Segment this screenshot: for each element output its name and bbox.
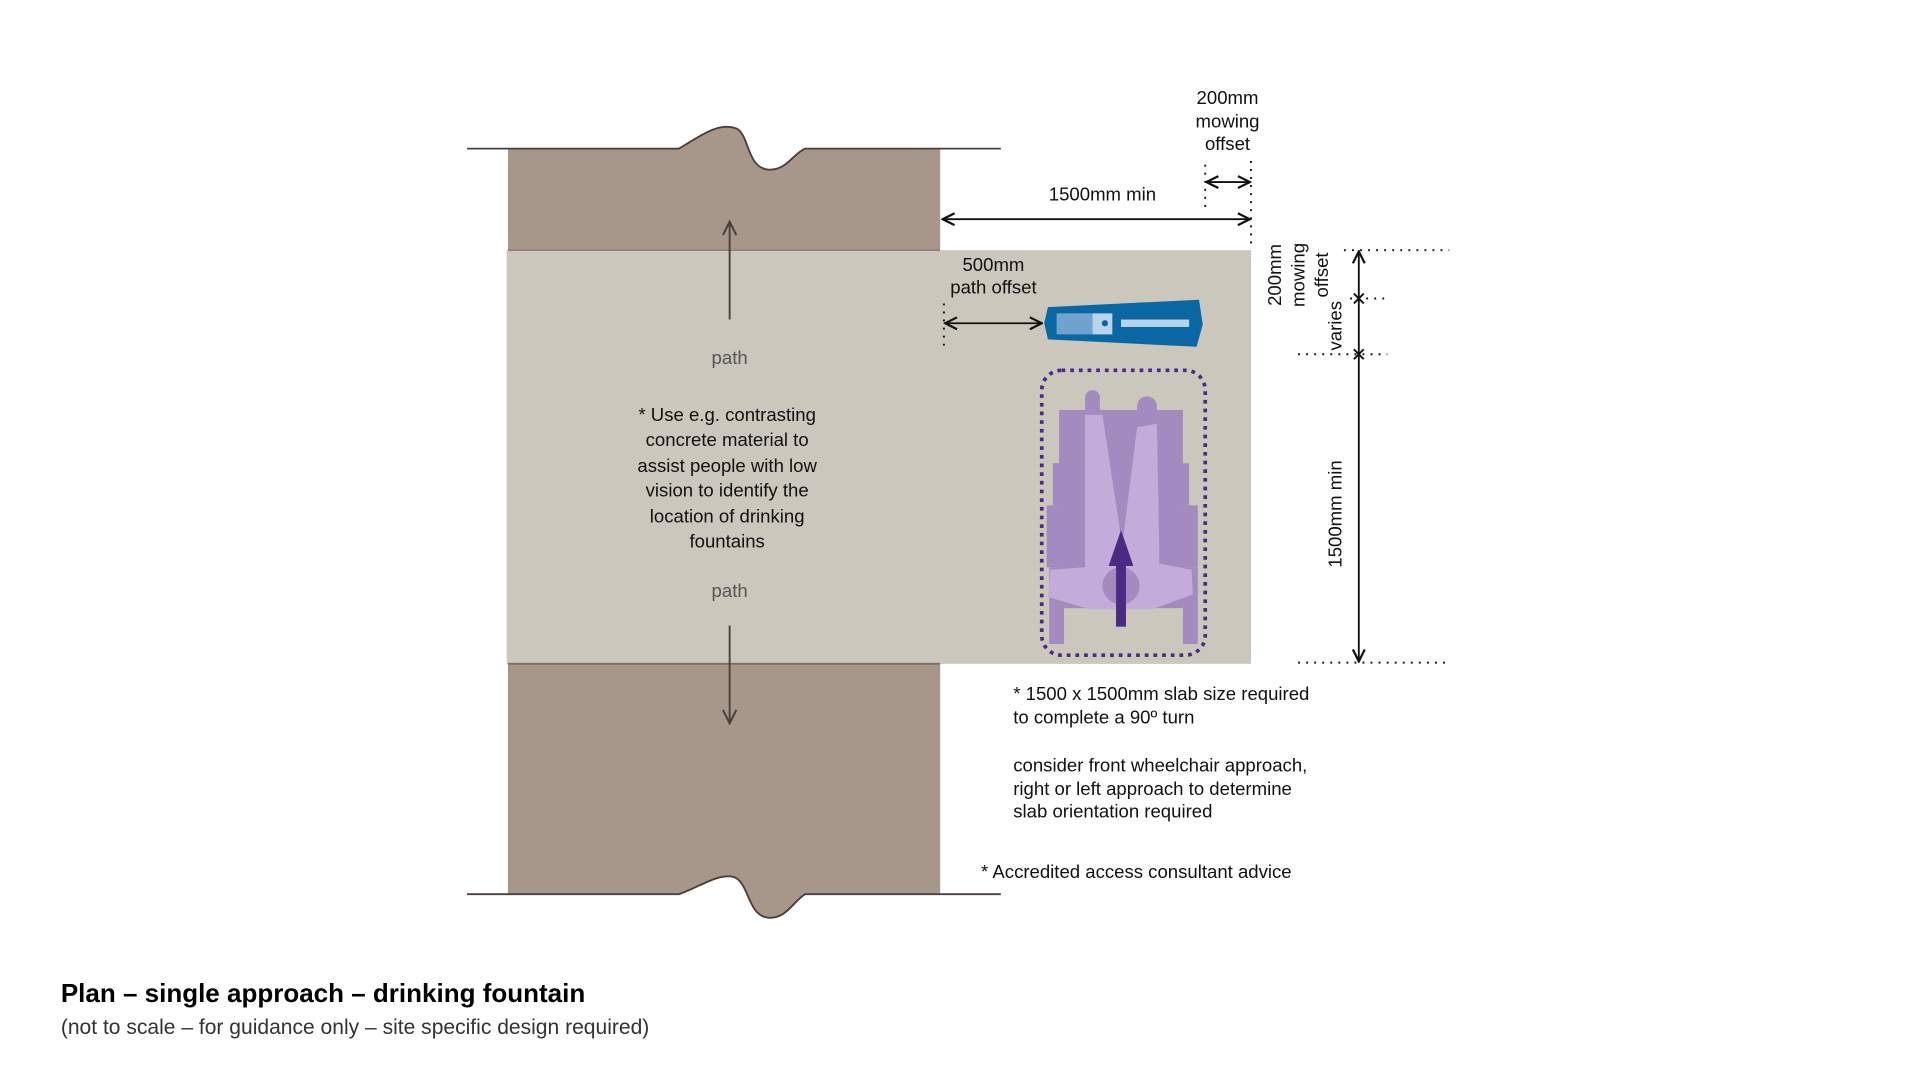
note-line: location of drinking <box>650 506 805 527</box>
consultant-note: * Accredited access consultant advice <box>981 861 1292 882</box>
diagram-title: Plan – single approach – drinking founta… <box>61 978 585 1008</box>
note-line: fountains <box>689 530 764 551</box>
depth-min-label: 1500mm min <box>1324 460 1345 567</box>
path-label-top: path <box>712 347 748 368</box>
label-line: 500mm <box>962 254 1024 275</box>
note-line: vision to identify the <box>646 480 809 501</box>
side-mowing-offset-label: 200mm mowing offset <box>1264 243 1332 307</box>
label-line: mowing <box>1287 243 1308 307</box>
note-line: to complete a 90º turn <box>1013 706 1194 727</box>
varies-label: varies <box>1324 301 1345 351</box>
wheelchair-user-icon <box>1046 390 1198 645</box>
label-line: mowing <box>1196 111 1260 132</box>
slab-note: * 1500 x 1500mm slab size required to co… <box>1013 683 1309 728</box>
note-line: assist people with low <box>637 455 817 476</box>
note-line: * Use e.g. contrasting <box>638 404 815 425</box>
label-line: offset <box>1205 133 1251 154</box>
approach-note: consider front wheelchair approach, righ… <box>1013 755 1307 822</box>
diagram-subtitle: (not to scale – for guidance only – site… <box>61 1016 649 1039</box>
label-line: path offset <box>950 277 1037 298</box>
bottom-paving <box>467 249 1001 919</box>
label-line: 200mm <box>1197 87 1259 108</box>
top-mowing-offset-label: 200mm mowing offset <box>1196 87 1260 154</box>
top-paving <box>467 125 1001 251</box>
note-line: slab orientation required <box>1013 800 1212 821</box>
note-line: consider front wheelchair approach, <box>1013 755 1307 776</box>
note-line: concrete material to <box>646 429 809 450</box>
contrast-note: * Use e.g. contrasting concrete material… <box>637 404 817 551</box>
label-line: offset <box>1311 252 1332 298</box>
dimension-tick-marks <box>1353 292 1365 360</box>
note-line: right or left approach to determine <box>1013 778 1292 799</box>
note-line: * 1500 x 1500mm slab size required <box>1013 683 1309 704</box>
turning-space-outline <box>1039 368 1208 658</box>
label-line: 200mm <box>1264 244 1285 306</box>
path-label-bottom: path <box>712 580 748 601</box>
width-min-label: 1500mm min <box>1049 184 1156 205</box>
drinking-fountain-icon <box>1044 299 1203 347</box>
path-offset-label: 500mm path offset <box>950 254 1037 297</box>
